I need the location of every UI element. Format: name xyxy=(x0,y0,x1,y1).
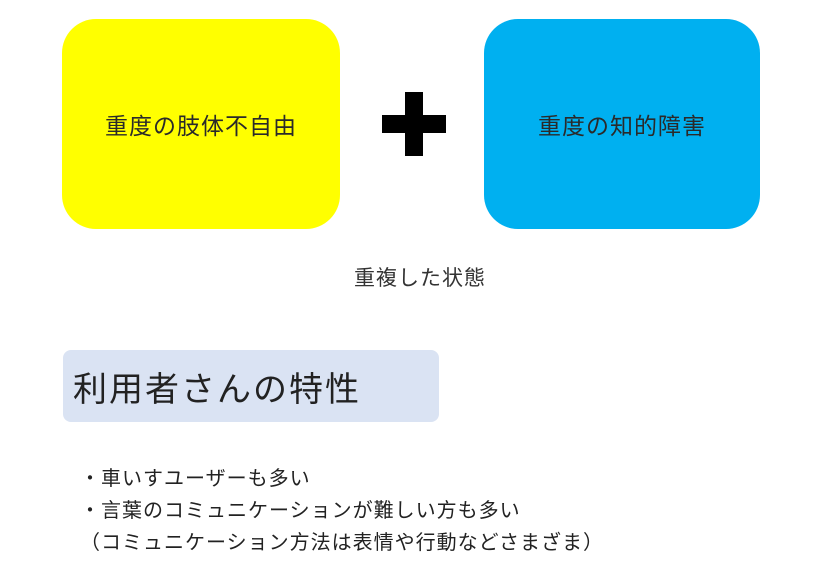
severe-physical-disability-box: 重度の肢体不自由 xyxy=(62,19,340,229)
list-item: （コミュニケーション方法は表情や行動などさまざま） xyxy=(80,530,604,554)
severe-physical-disability-label: 重度の肢体不自由 xyxy=(105,114,297,140)
severe-intellectual-disability-box: 重度の知的障害 xyxy=(484,19,760,229)
combined-state-label: 重複した状態 xyxy=(354,266,486,290)
characteristics-heading: 利用者さんの特性 xyxy=(63,350,439,422)
list-item: ・車いすユーザーも多い xyxy=(80,466,311,490)
characteristics-list: ・車いすユーザーも多い ・言葉のコミュニケーションが難しい方も多い （コミュニケ… xyxy=(80,462,604,558)
severe-intellectual-disability-label: 重度の知的障害 xyxy=(538,114,706,140)
list-item: ・言葉のコミュニケーションが難しい方も多い xyxy=(80,498,521,522)
plus-icon xyxy=(382,92,446,156)
characteristics-heading-text: 利用者さんの特性 xyxy=(73,369,361,410)
